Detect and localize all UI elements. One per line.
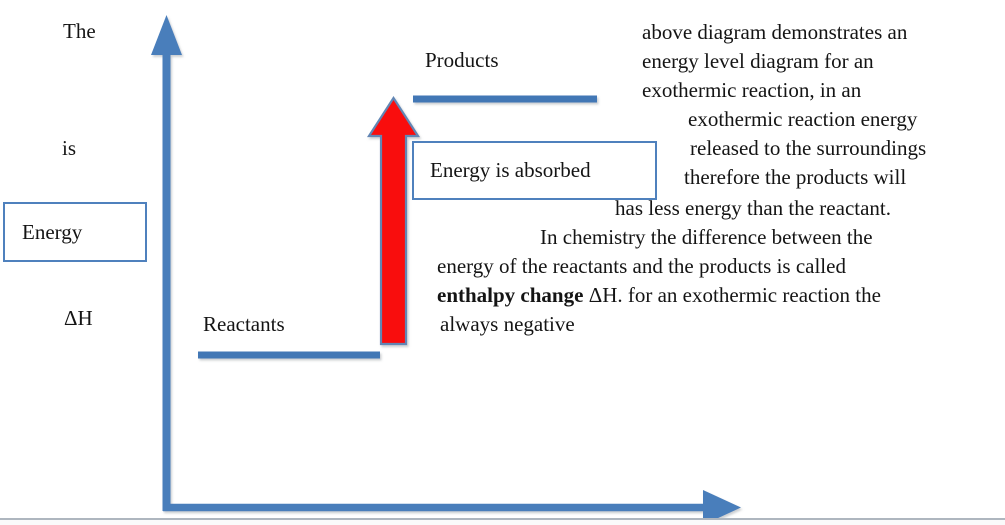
energy-absorbed-box: Energy is absorbed	[412, 141, 657, 200]
paragraph-line: released to the surroundings	[690, 136, 927, 160]
page-bottom-edge	[0, 518, 1005, 520]
label-delta-h: ΔH	[64, 306, 93, 330]
paragraph-line: always negative	[440, 312, 575, 336]
paragraph-line: therefore the products will	[684, 165, 907, 189]
y-axis-arrowhead-icon	[151, 15, 182, 55]
paragraph-line: enthalpy change ΔH. for an exothermic re…	[437, 281, 881, 310]
enthalpy-change-bold-text: enthalpy change	[437, 283, 584, 307]
paragraph-line: energy level diagram for an	[642, 49, 874, 73]
energy-absorbed-up-arrow	[366, 95, 421, 346]
energy-box-label: Energy	[22, 219, 83, 244]
paragraph-line: exothermic reaction, in an	[642, 78, 862, 102]
label-the: The	[63, 19, 96, 43]
paragraph-line: energy of the reactants and the products…	[437, 254, 846, 278]
paragraph-line: In chemistry the difference between the	[540, 225, 873, 249]
paragraph-line: exothermic reaction energy	[688, 107, 918, 131]
energy-box: Energy	[3, 202, 147, 262]
paragraph-line: has less energy than the reactant.	[615, 196, 892, 220]
below-page-area	[0, 520, 1005, 525]
paragraph-line-rest: ΔH. for an exothermic reaction the	[583, 283, 881, 307]
reactants-label: Reactants	[203, 312, 285, 336]
products-label: Products	[425, 48, 499, 72]
paragraph-line: above diagram demonstrates an	[642, 20, 908, 44]
energy-absorbed-box-label: Energy is absorbed	[430, 158, 591, 182]
label-is: is	[62, 136, 77, 160]
x-axis-arrowhead-icon	[703, 490, 741, 525]
